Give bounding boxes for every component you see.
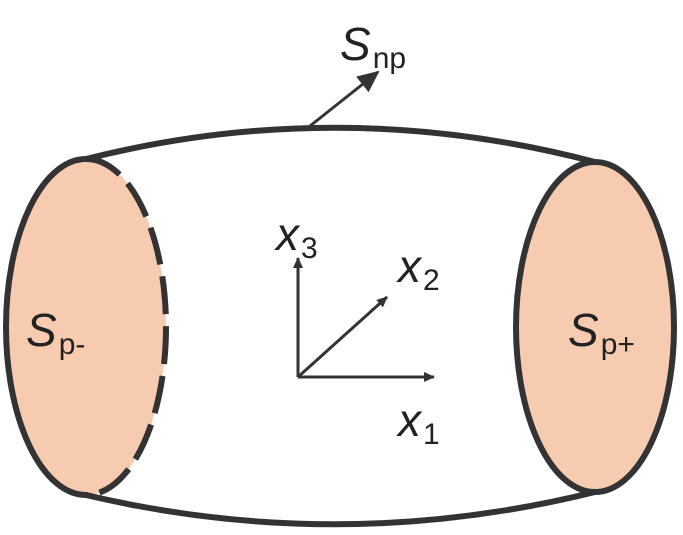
- right-face-symbol: S: [568, 304, 599, 356]
- axis-x1-subscript: 1: [423, 418, 440, 451]
- right-face-label: Sp+: [568, 304, 635, 361]
- lateral-surface-bottom-edge: [85, 489, 596, 528]
- axis-x2-label: x2: [396, 240, 440, 297]
- left-face-subscript: p-: [59, 328, 86, 361]
- normal-surface-subscript: np: [373, 42, 406, 75]
- left-face-symbol: S: [26, 304, 57, 356]
- axis-x3-subscript: 3: [301, 232, 318, 265]
- left-face-fill: [6, 159, 166, 495]
- axis-x2-arrow: [296, 295, 389, 379]
- axis-x3-label: x3: [274, 208, 318, 265]
- axis-x2-subscript: 2: [423, 264, 440, 297]
- axis-x2-symbol: x: [396, 240, 423, 292]
- axis-x3-symbol: x: [274, 208, 301, 260]
- right-face-subscript: p+: [601, 328, 635, 361]
- normal-surface-label: Snp: [340, 18, 406, 75]
- left-face-outline: [3, 156, 87, 498]
- left-face-label: Sp-: [26, 304, 85, 361]
- normal-surface-symbol: S: [340, 18, 371, 70]
- axis-x1-label: x1: [396, 394, 440, 451]
- coordinate-axes: [293, 257, 435, 382]
- lateral-surface-top-edge: [85, 124, 596, 165]
- axis-x1-symbol: x: [396, 394, 423, 446]
- normal-vector-arrow: [309, 70, 380, 128]
- left-face-hidden-edge: [85, 156, 169, 498]
